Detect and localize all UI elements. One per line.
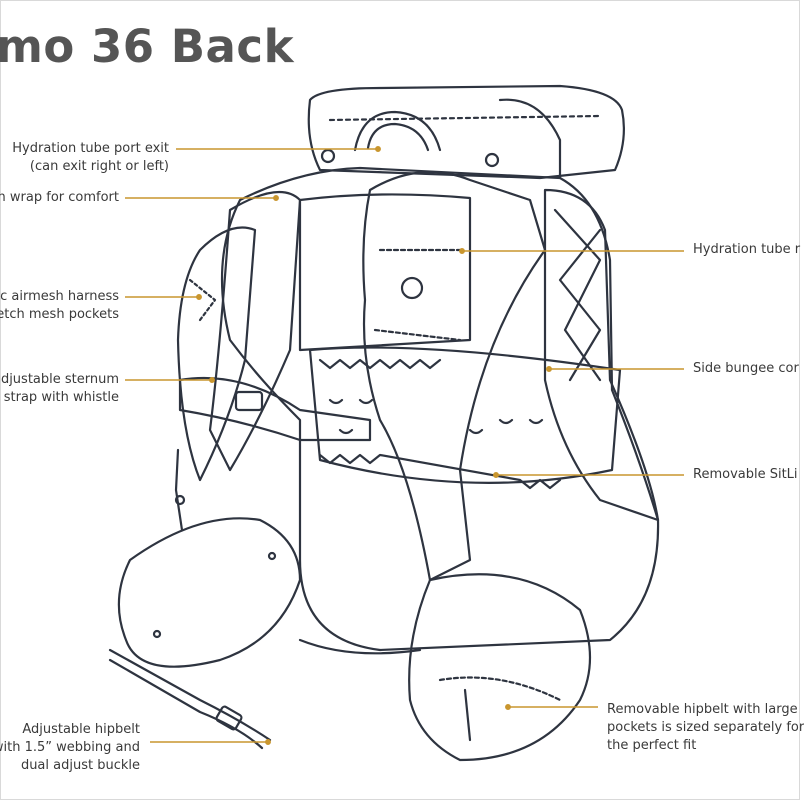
callout-hipbelt-pockets: Removable hipbelt with large pockets is … xyxy=(607,701,804,755)
callout-hydration-tube: Hydration tube r xyxy=(693,241,800,259)
callout-line: djustable sternum xyxy=(0,372,119,387)
callout-line: ic airmesh harness xyxy=(0,289,119,304)
callout-line: Side bungee cor xyxy=(693,361,799,376)
hipbelt-buckle xyxy=(215,705,243,731)
callout-sitlight: Removable SitLi xyxy=(693,466,798,484)
callout-sternum: djustable sternum strap with whistle xyxy=(1,371,119,407)
callout-line: strap with whistle xyxy=(3,390,119,405)
callout-line: (can exit right or left) xyxy=(29,159,169,174)
hipbelt-left-wing xyxy=(117,517,302,668)
callout-line: etch mesh pockets xyxy=(0,307,119,322)
callout-line: dual adjust buckle xyxy=(20,758,140,773)
hipbelt-webbing xyxy=(108,648,272,742)
sternum-buckle xyxy=(234,390,264,412)
callout-mesh-wrap: h wrap for comfort xyxy=(0,189,119,207)
callout-line: the perfect fit xyxy=(607,738,697,753)
callout-line: Hydration tube r xyxy=(693,242,801,257)
left-shoulder-strap xyxy=(208,190,302,472)
side-bungee xyxy=(553,208,602,382)
top-lid xyxy=(307,84,625,180)
diagram-title: mo 36 Back xyxy=(0,20,295,73)
callout-line: Adjustable hipbelt xyxy=(22,722,140,737)
pack-body xyxy=(220,166,660,652)
callout-hipbelt-adjust: Adjustable hipbelt with 1.5” webbing and… xyxy=(0,721,140,775)
callout-line: pockets is sized separately for xyxy=(607,720,804,735)
callout-airmesh: ic airmesh harness etch mesh pockets xyxy=(0,288,119,324)
callout-line: Removable hipbelt with large xyxy=(607,702,798,717)
back-mesh-panel xyxy=(308,346,622,484)
logo-mark xyxy=(400,276,424,300)
shoulder-strap xyxy=(362,170,547,582)
callout-line: Removable SitLi xyxy=(693,467,798,482)
leader-dot xyxy=(375,146,381,152)
sternum-strap xyxy=(178,376,372,442)
callout-hydration-port: Hydration tube port exit (can exit right… xyxy=(12,140,169,176)
haul-loop xyxy=(353,110,442,152)
left-side-pocket xyxy=(176,226,257,482)
callout-line: Hydration tube port exit xyxy=(12,141,169,156)
callout-line: h wrap for comfort xyxy=(0,190,119,205)
hipbelt-right-wing xyxy=(408,573,592,762)
callout-line: with 1.5” webbing and xyxy=(0,740,140,755)
callout-side-bungee: Side bungee cor xyxy=(693,360,799,378)
